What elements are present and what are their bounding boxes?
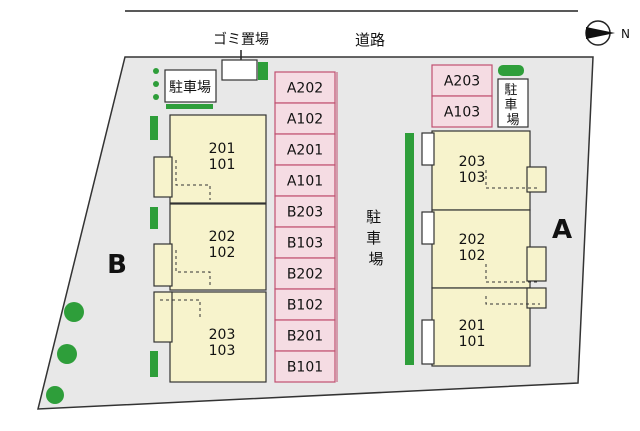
building-b-unit — [169, 114, 267, 204]
road-label: 道路 — [355, 31, 385, 49]
bike-parking-left-label: 駐車場 — [169, 79, 211, 96]
bike-parking-right-label: 駐 車 場 — [504, 83, 521, 128]
parking-stall-label: A202 — [287, 81, 323, 97]
balcony — [526, 246, 547, 282]
parking-stall — [274, 195, 336, 228]
building-b-unit — [169, 291, 267, 383]
unit-lower: 101 — [209, 157, 236, 173]
tree-icon — [46, 386, 64, 404]
parking-char: 場 — [506, 113, 519, 128]
parking-stall-label: B103 — [287, 236, 323, 252]
parking-stall-label: B202 — [287, 267, 323, 283]
stair-outline — [485, 170, 540, 189]
building-a: 203 103 202 102 201 101 — [421, 130, 547, 367]
hedge-long — [405, 133, 414, 365]
unit-upper: 202 — [209, 229, 236, 245]
unit-lower: 101 — [459, 334, 486, 350]
parking-char: 車 — [366, 229, 381, 247]
parking-stall — [274, 319, 336, 352]
parking-stall-label: B101 — [287, 360, 323, 376]
entry-box — [421, 132, 435, 166]
parking-stall — [431, 95, 493, 128]
garbage-label: ゴミ置場 — [213, 31, 269, 48]
unit-upper: 201 — [209, 141, 236, 157]
building-b: 201 101 202 102 203 103 — [150, 114, 267, 383]
north-arrow-icon: N — [585, 20, 630, 46]
parking-stall-label: A103 — [444, 105, 480, 121]
balcony — [153, 291, 173, 343]
parking-stall — [274, 350, 336, 383]
parking-stall-label: B102 — [287, 298, 323, 314]
unit-lower: 103 — [209, 343, 236, 359]
unit-lower: 102 — [209, 245, 236, 261]
stair-outline — [175, 250, 211, 288]
hedge-strip — [150, 207, 158, 229]
stair-outline — [160, 299, 201, 320]
parking-char: 場 — [368, 250, 383, 268]
hedge-strip — [166, 104, 213, 109]
balcony — [526, 287, 547, 309]
stair-outline — [175, 160, 211, 200]
building-b-label: B — [107, 250, 127, 280]
building-a-label: A — [552, 215, 572, 245]
parking-vertical-label: 駐 車 場 — [366, 208, 386, 268]
stair-outline — [485, 296, 540, 305]
parking-stall — [274, 288, 336, 321]
garbage-hedge — [258, 62, 268, 80]
balcony — [153, 156, 173, 198]
building-a-unit — [431, 130, 531, 211]
building-b-unit — [169, 203, 267, 291]
parking-char: 駐 — [366, 208, 381, 226]
shrub-small — [153, 68, 159, 74]
shrub-small — [153, 81, 159, 87]
parking-stall — [274, 257, 336, 290]
shrub-small — [153, 94, 159, 100]
hedge-strip — [150, 116, 158, 140]
parking-stall-label: B201 — [287, 329, 323, 345]
unit-upper: 201 — [459, 318, 486, 334]
parking-stall — [274, 71, 336, 104]
entry-box — [421, 211, 435, 245]
tree-icon — [64, 302, 84, 322]
building-a-unit — [431, 209, 531, 289]
unit-lower: 103 — [459, 170, 486, 186]
tree-icon — [57, 344, 77, 364]
parking-stall — [274, 226, 336, 259]
bike-parking-left-box — [164, 69, 217, 103]
parking-stall-label: A203 — [444, 74, 480, 90]
parking-stall-label: A101 — [287, 174, 323, 190]
hedge-strip — [150, 351, 158, 377]
parking-stall-label: B203 — [287, 205, 323, 221]
unit-lower: 102 — [459, 248, 486, 264]
bike-parking-right-box — [497, 78, 529, 128]
parking-char: 車 — [504, 98, 517, 113]
parking-stall-label: A102 — [287, 112, 323, 128]
unit-upper: 203 — [209, 327, 236, 343]
unit-upper: 202 — [459, 232, 486, 248]
stair-outline — [485, 264, 540, 283]
north-label: N — [621, 27, 630, 41]
balcony — [526, 166, 547, 193]
unit-upper: 203 — [459, 154, 486, 170]
entry-box — [421, 319, 435, 365]
hedge-strip — [498, 65, 524, 76]
garbage-box — [221, 59, 258, 81]
parking-char: 駐 — [504, 83, 517, 98]
parking-stall-label: A201 — [287, 143, 323, 159]
balcony — [153, 243, 173, 287]
parking-stall — [274, 133, 336, 166]
building-a-unit — [431, 287, 531, 367]
